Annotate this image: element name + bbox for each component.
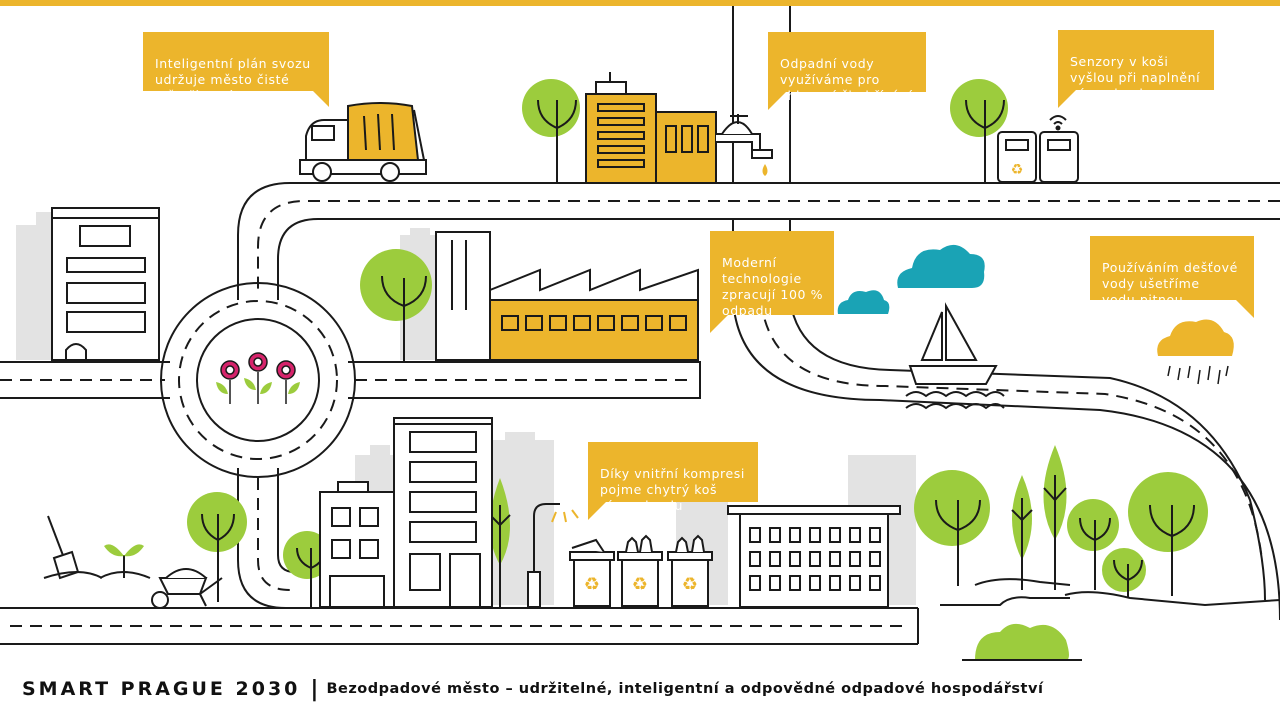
smart-bins: ♻ <box>997 115 1079 183</box>
callout-compression: Díky vnitřní kompresi pojme chytrý koš v… <box>588 442 758 520</box>
callout-rainwater: Používáním dešťové vody ušetříme vodu pi… <box>1090 236 1254 318</box>
callout-text: Senzory v koši vyšlou při naplnění výzvu… <box>1070 54 1201 101</box>
recycle-icon: ♻ <box>1011 162 1024 178</box>
garden-tools <box>43 515 223 609</box>
water-drop-icon <box>762 164 768 176</box>
top-accent-bar <box>0 0 1280 6</box>
footer-title: SMART PRAGUE 2030 | Bezodpadové město – … <box>22 676 1043 702</box>
factory <box>435 231 699 361</box>
sailboat <box>905 302 1005 410</box>
bottom-buildings <box>319 417 901 608</box>
callout-garbage-truck: Inteligentní plán svozu udržuje město či… <box>143 32 329 107</box>
cloud-icon <box>837 290 890 314</box>
callout-text: Díky vnitřní kompresi pojme chytrý koš v… <box>600 466 745 513</box>
clouds <box>837 244 1234 356</box>
flower-icon <box>220 352 296 404</box>
roundabout-flowers <box>216 352 300 404</box>
callout-text: Používáním dešťové vody ušetříme vodu pi… <box>1102 260 1238 307</box>
recycling-bins: ♻ ♻ ♻ <box>569 534 713 607</box>
left-apartment-building <box>51 207 160 361</box>
callout-text: Moderní technologie zpracují 100 % odpad… <box>722 255 824 318</box>
rain-icon <box>1167 365 1229 385</box>
callout-wastewater: Odpadní vody využíváme pro chlazení či o… <box>768 32 926 110</box>
cloud-icon <box>897 244 985 288</box>
brand-title: SMART PRAGUE 2030 <box>22 678 301 700</box>
park-ground <box>940 578 1280 607</box>
wifi-icon <box>1049 115 1067 125</box>
callout-text: Inteligentní plán svozu udržuje město či… <box>155 56 311 103</box>
roads <box>0 6 1280 645</box>
subtitle: Bezodpadové město – udržitelné, intelige… <box>326 681 1044 697</box>
recycle-icon: ♻ <box>632 574 648 595</box>
trees <box>187 79 1208 661</box>
street-lamp <box>527 503 579 608</box>
callout-text: Odpadní vody využíváme pro chlazení či o… <box>780 56 913 103</box>
recycle-icon: ♻ <box>584 574 600 595</box>
water-plant-building <box>585 72 773 184</box>
callout-processing: Moderní technologie zpracují 100 % odpad… <box>710 231 834 333</box>
garbage-truck <box>299 102 427 182</box>
recycle-icon: ♻ <box>682 574 698 595</box>
title-separator: | <box>310 676 319 702</box>
callout-bin-sensors: Senzory v koši vyšlou při naplnění výzvu… <box>1058 30 1214 108</box>
rain-cloud <box>1157 319 1234 356</box>
